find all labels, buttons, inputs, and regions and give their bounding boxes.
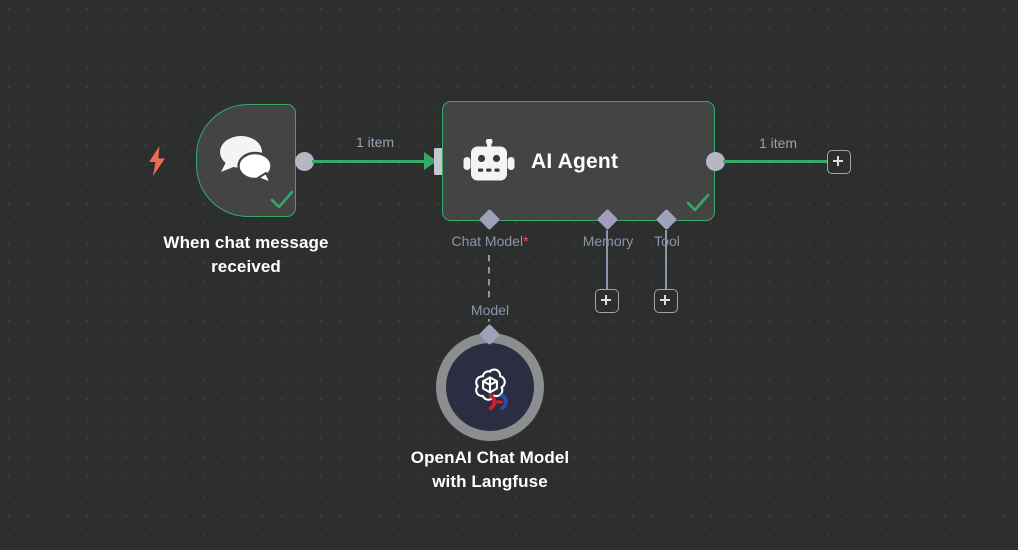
sub-port-label-text: Chat Model (451, 233, 524, 249)
openai-logo-icon (470, 365, 510, 410)
robot-icon (463, 138, 515, 185)
trigger-node-label: When chat message received (163, 233, 329, 277)
agent-status-check-icon (686, 193, 710, 213)
add-node-button-main[interactable] (827, 150, 851, 174)
agent-output-port[interactable] (706, 152, 725, 171)
node-openai-chat-model[interactable] (436, 333, 544, 441)
connection-tool-stub (665, 230, 668, 292)
model-node-body (446, 343, 534, 431)
connection-label-items-in: 1 item (355, 134, 395, 150)
langfuse-magnet-icon (488, 393, 511, 416)
trigger-output-port[interactable] (295, 152, 314, 171)
required-asterisk-icon: * (523, 233, 529, 249)
trigger-status-check-icon (270, 190, 294, 210)
sub-port-label-chat-model: Chat Model* (447, 233, 533, 249)
connection-memory-stub (606, 230, 609, 292)
chat-bubbles-icon (216, 131, 276, 187)
connection-label-model: Model (440, 301, 540, 319)
connection-arrow-icon (424, 152, 437, 170)
connection-agent-to-add[interactable] (723, 160, 827, 163)
model-node-label: OpenAI Chat Model with Langfuse (410, 448, 570, 492)
agent-input-port[interactable] (434, 148, 443, 175)
add-node-button-memory[interactable] (595, 289, 619, 313)
connection-label-items-out: 1 item (758, 135, 798, 151)
agent-node-title: AI Agent (531, 150, 619, 173)
add-node-button-tool[interactable] (654, 289, 678, 313)
connection-trigger-to-agent[interactable] (312, 160, 432, 163)
lightning-bolt-icon (146, 146, 168, 176)
